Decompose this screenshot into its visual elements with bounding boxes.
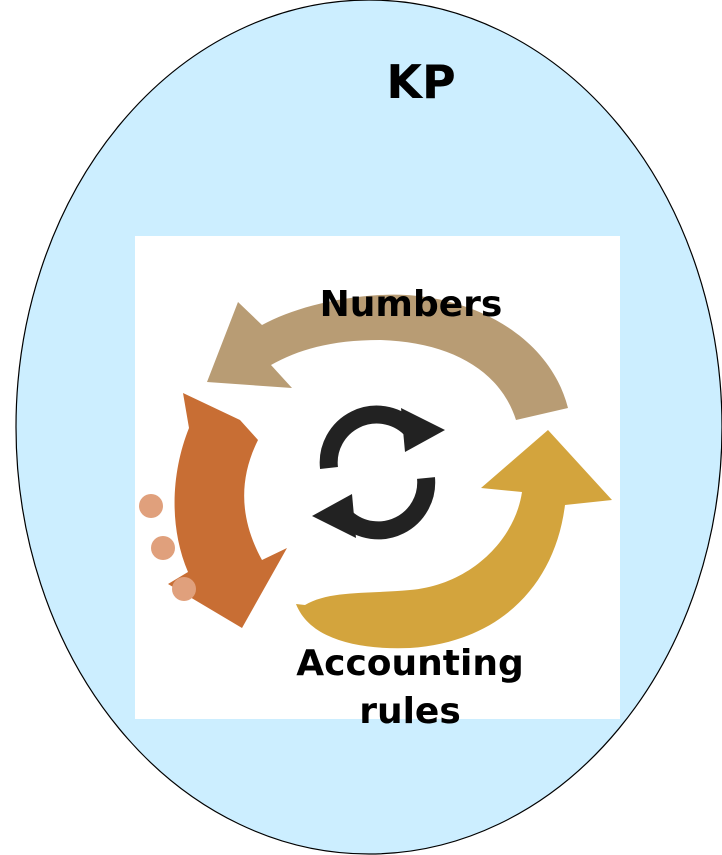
tan-arrow	[207, 294, 568, 420]
trail-dot	[172, 577, 196, 601]
trail-dot	[139, 494, 163, 518]
accounting-rules-label: Accounting rules	[250, 640, 570, 736]
numbers-label: Numbers	[319, 284, 503, 325]
refresh-cycle-icon	[319, 405, 436, 540]
orange-arrow	[168, 393, 287, 628]
rules-line: rules	[359, 691, 461, 732]
refresh-arrowheads	[312, 408, 445, 538]
accounting-line: Accounting	[296, 643, 524, 684]
kp-title: KP	[386, 55, 456, 109]
gold-arrow	[296, 430, 612, 649]
trail-dot	[151, 536, 175, 560]
